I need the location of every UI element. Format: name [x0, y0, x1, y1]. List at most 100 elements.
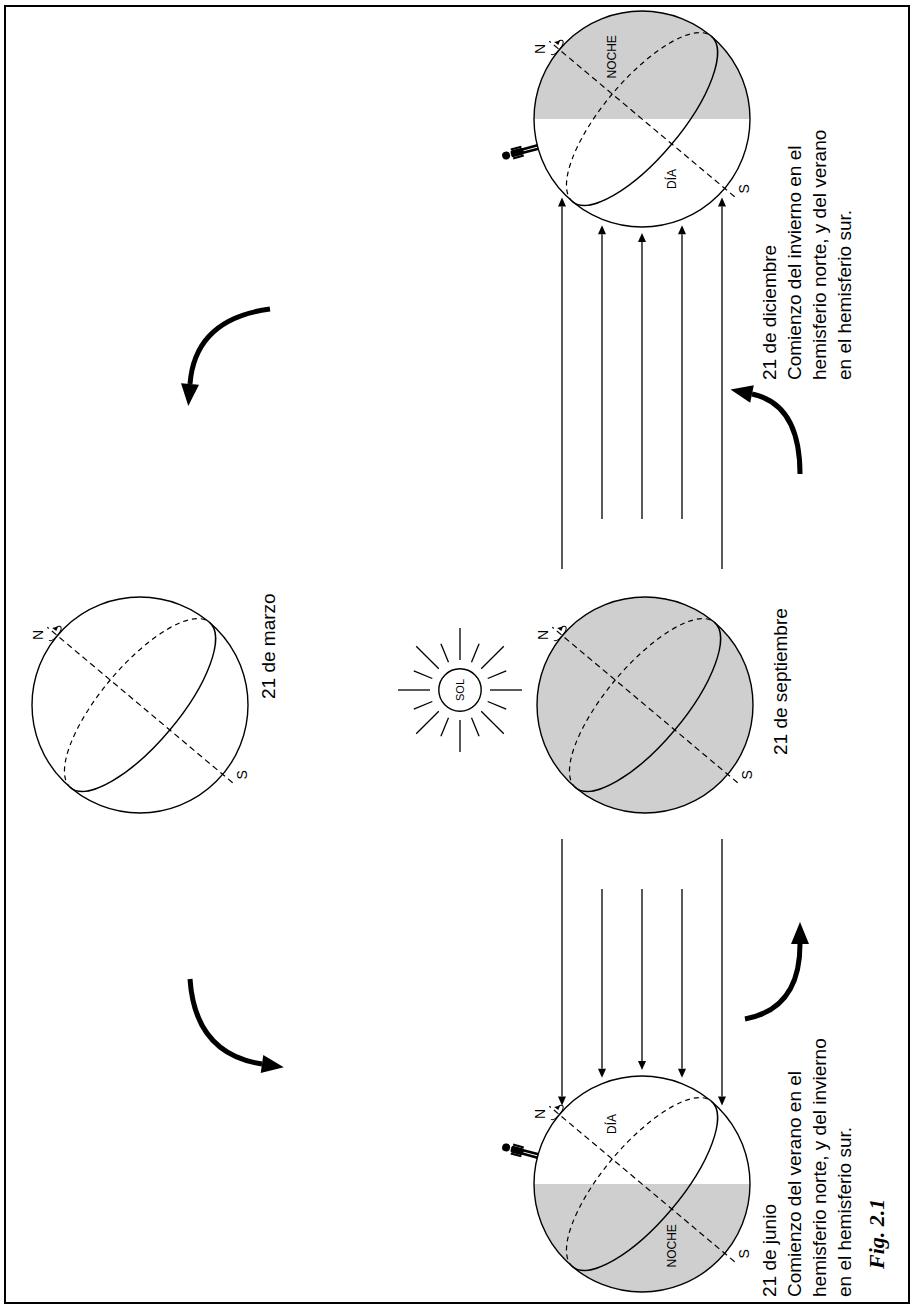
sun-ray [398, 689, 430, 690]
arrow-head [261, 1055, 284, 1073]
sun-ray [416, 646, 439, 669]
equator-front [576, 622, 745, 812]
globe-outline [537, 597, 753, 813]
light-ray [601, 889, 602, 1069]
orbit-arrow [190, 979, 262, 1064]
figure-caption: Fig. 2.1 [864, 1199, 890, 1269]
sun-ray [459, 628, 460, 660]
light-ray [561, 207, 562, 570]
arrow-head [558, 1097, 566, 1106]
sun-ray [472, 644, 480, 663]
rotation-symbol [547, 37, 565, 57]
sun-rays [398, 628, 522, 752]
sun-ray [414, 702, 433, 710]
arrow-head [678, 1069, 686, 1078]
sunlight-arrows-june [558, 839, 726, 1106]
globe-september: 21 de septiembreNS [537, 597, 753, 813]
equator-back [41, 597, 210, 787]
equator [543, 11, 741, 226]
sun-ray [481, 711, 504, 734]
sun-outline [439, 669, 481, 711]
date-label: 21 de diciembre [757, 245, 782, 380]
arrow-head [181, 383, 199, 406]
equator [41, 597, 239, 812]
sun-ray [441, 718, 449, 737]
rotation-symbol [550, 623, 568, 643]
rotation-axis [549, 1106, 734, 1262]
globe-drawing [534, 11, 750, 227]
night-label: NOCHE [665, 1222, 679, 1269]
pole-label: N [532, 42, 548, 56]
night-shading [534, 11, 750, 119]
sun-ray [488, 702, 507, 710]
person-figure [501, 142, 540, 162]
person-leg [522, 144, 538, 151]
light-ray [561, 839, 562, 1097]
globe-outline [534, 11, 750, 227]
day-label: DÍA [665, 167, 679, 191]
rotation-axis [47, 627, 232, 783]
season-note: Comienzo del invierno en el hemisferio n… [782, 112, 857, 380]
equator-back [543, 11, 712, 201]
person-leg [523, 1149, 539, 1156]
arrow-head [718, 1097, 726, 1106]
pole-label: S [736, 1247, 752, 1260]
globe-drawing [537, 597, 753, 813]
person-arm [513, 155, 524, 160]
rotation-symbol [45, 623, 63, 643]
sun-ray [481, 646, 504, 669]
rotation-symbol [547, 1102, 565, 1122]
date-label: 21 de septiembre [768, 608, 793, 755]
season-note: Comienzo del verano en el hemisferio nor… [782, 1029, 857, 1297]
arrow-head [731, 385, 754, 403]
person-figure [501, 1141, 540, 1161]
sun-ray [459, 720, 460, 752]
day-label: DÍA [605, 1112, 619, 1136]
night-label: NOCHE [605, 33, 619, 80]
pole-label: N [535, 628, 551, 642]
light-ray [641, 242, 642, 519]
light-ray [601, 234, 602, 519]
equator-front [573, 36, 742, 226]
rotation-arc [549, 1104, 565, 1122]
rotation-arc [552, 625, 568, 643]
person-head [501, 151, 511, 161]
equator [543, 1076, 741, 1291]
rotation-axis [549, 41, 734, 197]
sun-ray [472, 718, 480, 737]
light-ray [641, 889, 642, 1061]
date-label: 21 de junio [757, 1204, 782, 1297]
globe-drawing [32, 597, 248, 813]
equator-front [573, 1101, 742, 1291]
equator-front [71, 622, 240, 812]
rotation-head [557, 624, 564, 631]
globe-outline [534, 1076, 750, 1292]
arrow-head [638, 1061, 646, 1070]
light-ray [721, 207, 722, 570]
light-ray [681, 234, 682, 519]
arrow-head [558, 198, 566, 207]
globe-drawing [534, 1076, 750, 1292]
sun-ray [490, 689, 522, 690]
rotation-head [554, 1103, 561, 1110]
pole-label: S [739, 768, 755, 781]
rotation-head [52, 624, 59, 631]
rotation-arc [47, 625, 63, 643]
person-arm [510, 1152, 521, 1157]
globe-march: 21 de marzoNS [32, 597, 248, 813]
night-shading [537, 597, 753, 813]
rotation-arc [549, 39, 565, 57]
arrow-head [791, 922, 809, 944]
person-arm [513, 1144, 524, 1149]
light-ray [721, 839, 722, 1097]
arrow-head [598, 225, 606, 234]
arrow-head [638, 233, 646, 242]
sun-circle: SOL [438, 668, 482, 712]
arrow-head [718, 198, 726, 207]
arrow-head [598, 1069, 606, 1078]
sun-ray [488, 671, 507, 679]
orbit-arrow [752, 394, 800, 474]
sun-ray [416, 711, 439, 734]
